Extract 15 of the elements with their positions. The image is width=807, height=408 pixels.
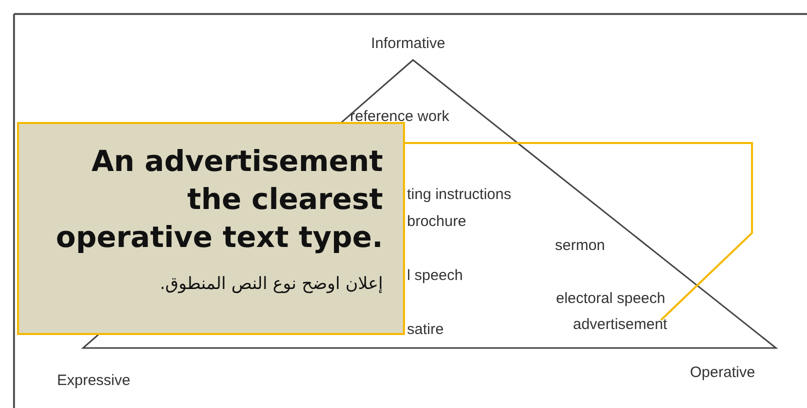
callout-translation: إعلان اوضح نوع النص المنطوق. — [160, 274, 383, 294]
callout-box — [17, 122, 405, 335]
text-type-label: Operative — [690, 364, 756, 382]
text-type-label: reference work — [350, 108, 450, 126]
text-type-label: satire — [407, 321, 444, 339]
text-type-label: electoral speech — [556, 290, 666, 308]
text-type-label: l speech — [407, 267, 463, 285]
text-type-label: advertisement — [573, 316, 668, 334]
text-type-label: Expressive — [57, 372, 130, 390]
callout-heading: An advertisement the clearest operative text type. — [54, 143, 383, 256]
text-type-label: ting instructions — [407, 186, 512, 204]
text-type-label: brochure — [407, 213, 466, 231]
text-type-label: Informative — [371, 35, 446, 53]
text-type-label: sermon — [555, 237, 606, 255]
leader-line — [405, 142, 753, 321]
